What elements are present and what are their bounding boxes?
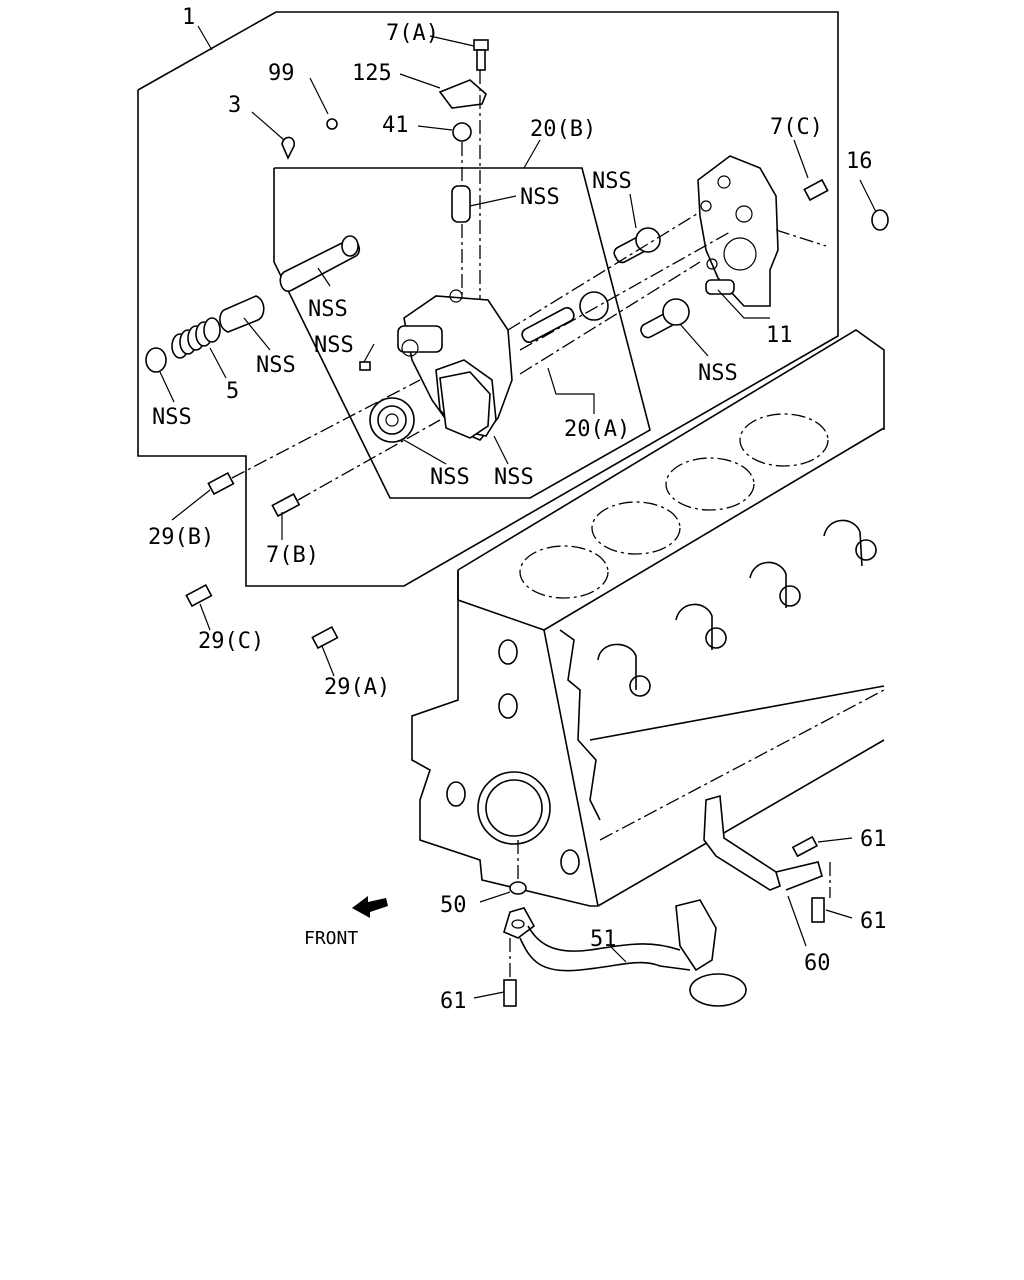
assembly-boundary-1 [137,11,839,587]
label-61-mid: 61 [860,909,887,934]
label-41: 41 [382,113,409,138]
gasket-50 [509,881,527,895]
engine-block [411,329,885,907]
label-nss-gear-right: NSS [698,361,738,386]
label-nss-idler: NSS [430,465,470,490]
gear-lower-right [640,298,690,339]
label-1: 1 [182,5,195,30]
bolt-29b [207,471,235,496]
ball-41 [452,122,472,142]
label-nss-disc: NSS [152,405,192,430]
cotter-pin-3 [281,136,295,160]
label-61-top: 61 [860,827,887,852]
strainer-bracket-60 [703,794,823,891]
label-nss-cover: NSS [494,465,534,490]
label-7c: 7(C) [770,115,823,140]
relief-plunger [279,235,361,292]
oil-pump-cover [697,155,779,307]
alignment-lines [231,70,831,980]
label-5: 5 [226,379,239,404]
gear-top-right [613,227,661,264]
label-3: 3 [228,93,241,118]
relief-disc [145,347,167,373]
label-nss-plunger: NSS [308,297,348,322]
label-nss-gear-top: NSS [592,169,632,194]
bolt-7a [473,39,489,71]
plate-125 [438,79,487,109]
label-29c: 29(C) [198,629,264,654]
relief-spring [171,317,221,359]
relief-cap [219,295,265,333]
front-arrow-icon [352,896,388,918]
bolt-7c [803,178,829,202]
bolt-61-top [791,835,819,858]
label-7b: 7(B) [266,543,319,568]
label-nss-sleeve: NSS [520,185,560,210]
leader-lines [159,25,877,999]
plug-99 [326,118,338,130]
label-61-bottom: 61 [440,989,467,1014]
idler-cover-plate [439,371,491,439]
label-60: 60 [804,951,831,976]
oring-16 [871,209,889,231]
label-50: 50 [440,893,467,918]
label-nss-pin: NSS [314,333,354,358]
label-16: 16 [846,149,873,174]
gear-middle [521,291,609,344]
label-20b: 20(B) [530,117,596,142]
subassembly-boundary-20b [273,167,651,499]
label-7a: 7(A) [386,21,439,46]
label-29a: 29(A) [324,675,390,700]
pin-nss [359,361,371,371]
bolt-61-bottom [503,979,517,1007]
drive-gear [369,397,415,443]
label-11: 11 [766,323,793,348]
oil-strainer-51 [503,899,747,1007]
bolt-29c [185,583,213,608]
bolt-7b [271,493,301,518]
label-51: 51 [590,927,617,952]
bolt-61-mid [811,897,825,923]
label-99: 99 [268,61,295,86]
bolt-29a [311,625,339,650]
label-front: FRONT [304,928,358,949]
label-20a: 20(A) [564,417,630,442]
label-125: 125 [352,61,392,86]
label-nss-cap: NSS [256,353,296,378]
label-29b: 29(B) [148,525,214,550]
sleeve-nss [451,185,471,223]
